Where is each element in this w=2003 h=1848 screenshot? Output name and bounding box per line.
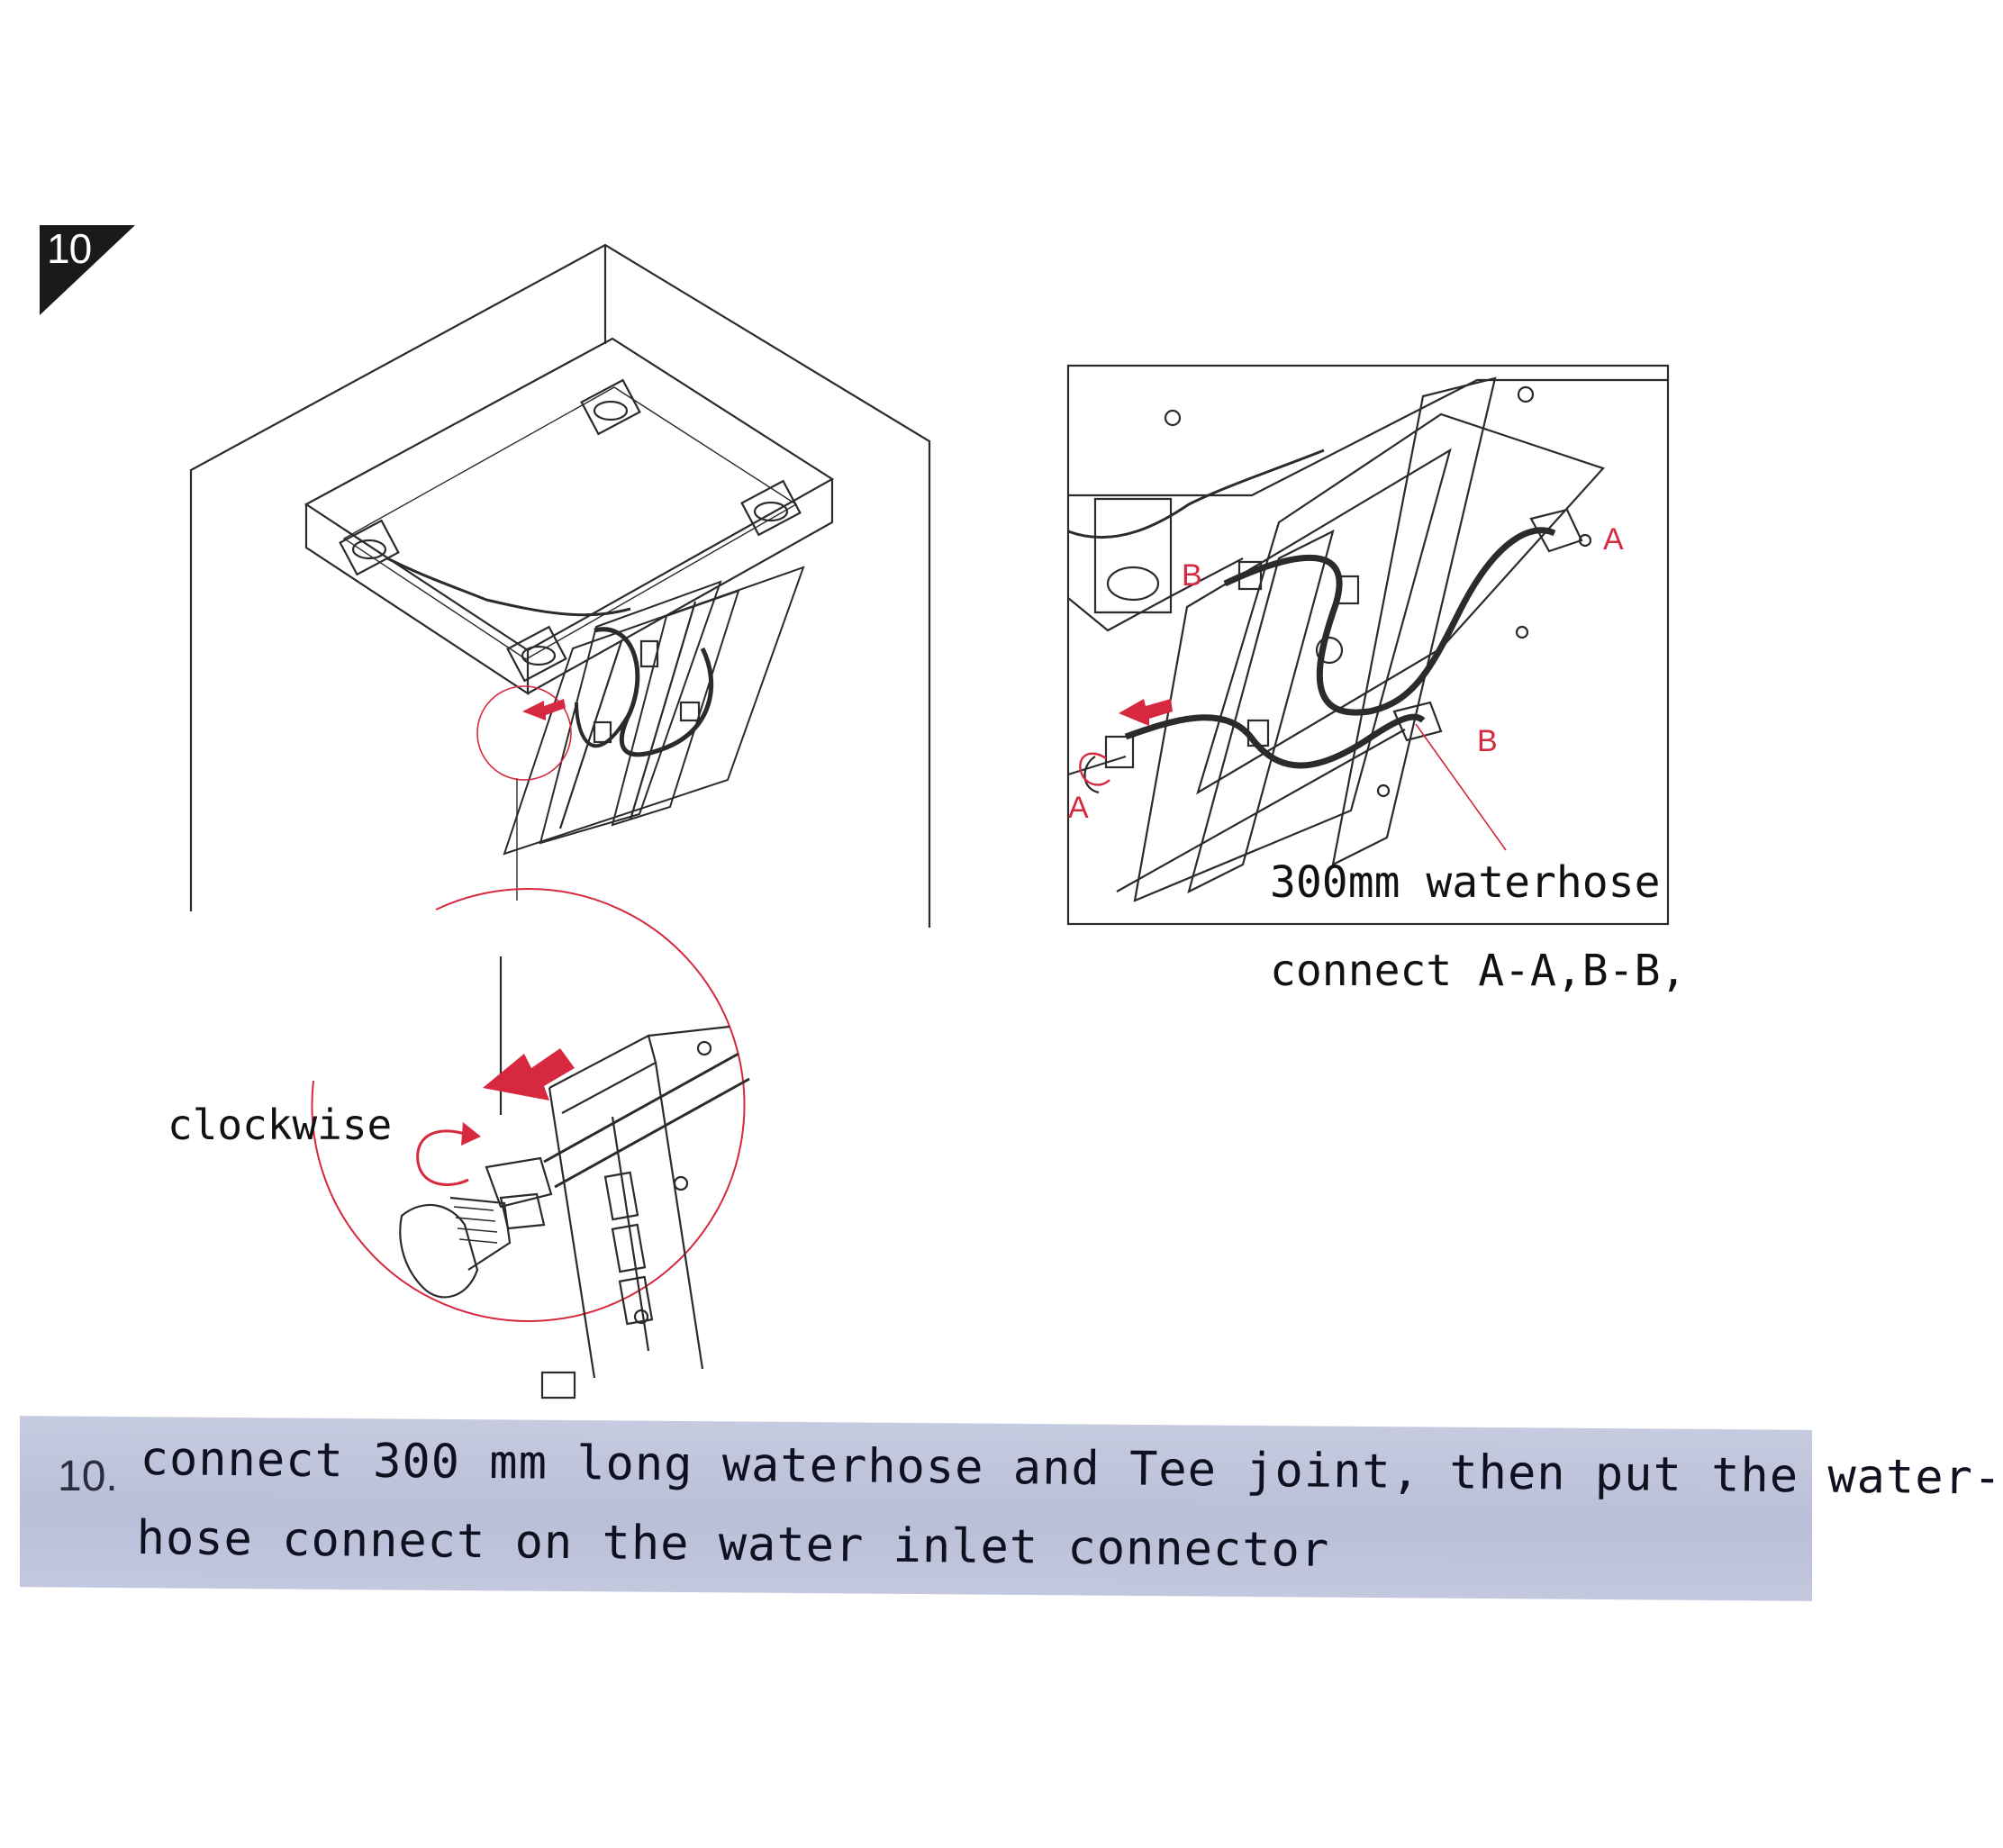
step-number: 10 bbox=[47, 225, 92, 272]
zoom-detail bbox=[311, 888, 750, 1400]
overview-highlight bbox=[476, 685, 572, 781]
marker-b-left: B bbox=[1182, 558, 1202, 593]
marker-a-right: A bbox=[1603, 522, 1624, 557]
marker-b-right: B bbox=[1477, 724, 1498, 758]
connection-label: connect A-A,B-B, bbox=[1270, 946, 1687, 996]
marker-a-left: A bbox=[1068, 791, 1089, 825]
waterhose-length-label: 300mm waterhose bbox=[1270, 857, 1661, 908]
cabin-overview bbox=[189, 243, 931, 928]
step-badge bbox=[40, 225, 135, 315]
clockwise-label: clockwise bbox=[168, 1101, 393, 1149]
caption-step-number: 10. bbox=[58, 1453, 118, 1500]
inset-detail-box bbox=[1066, 364, 1670, 926]
installation-diagram bbox=[40, 225, 1670, 1400]
